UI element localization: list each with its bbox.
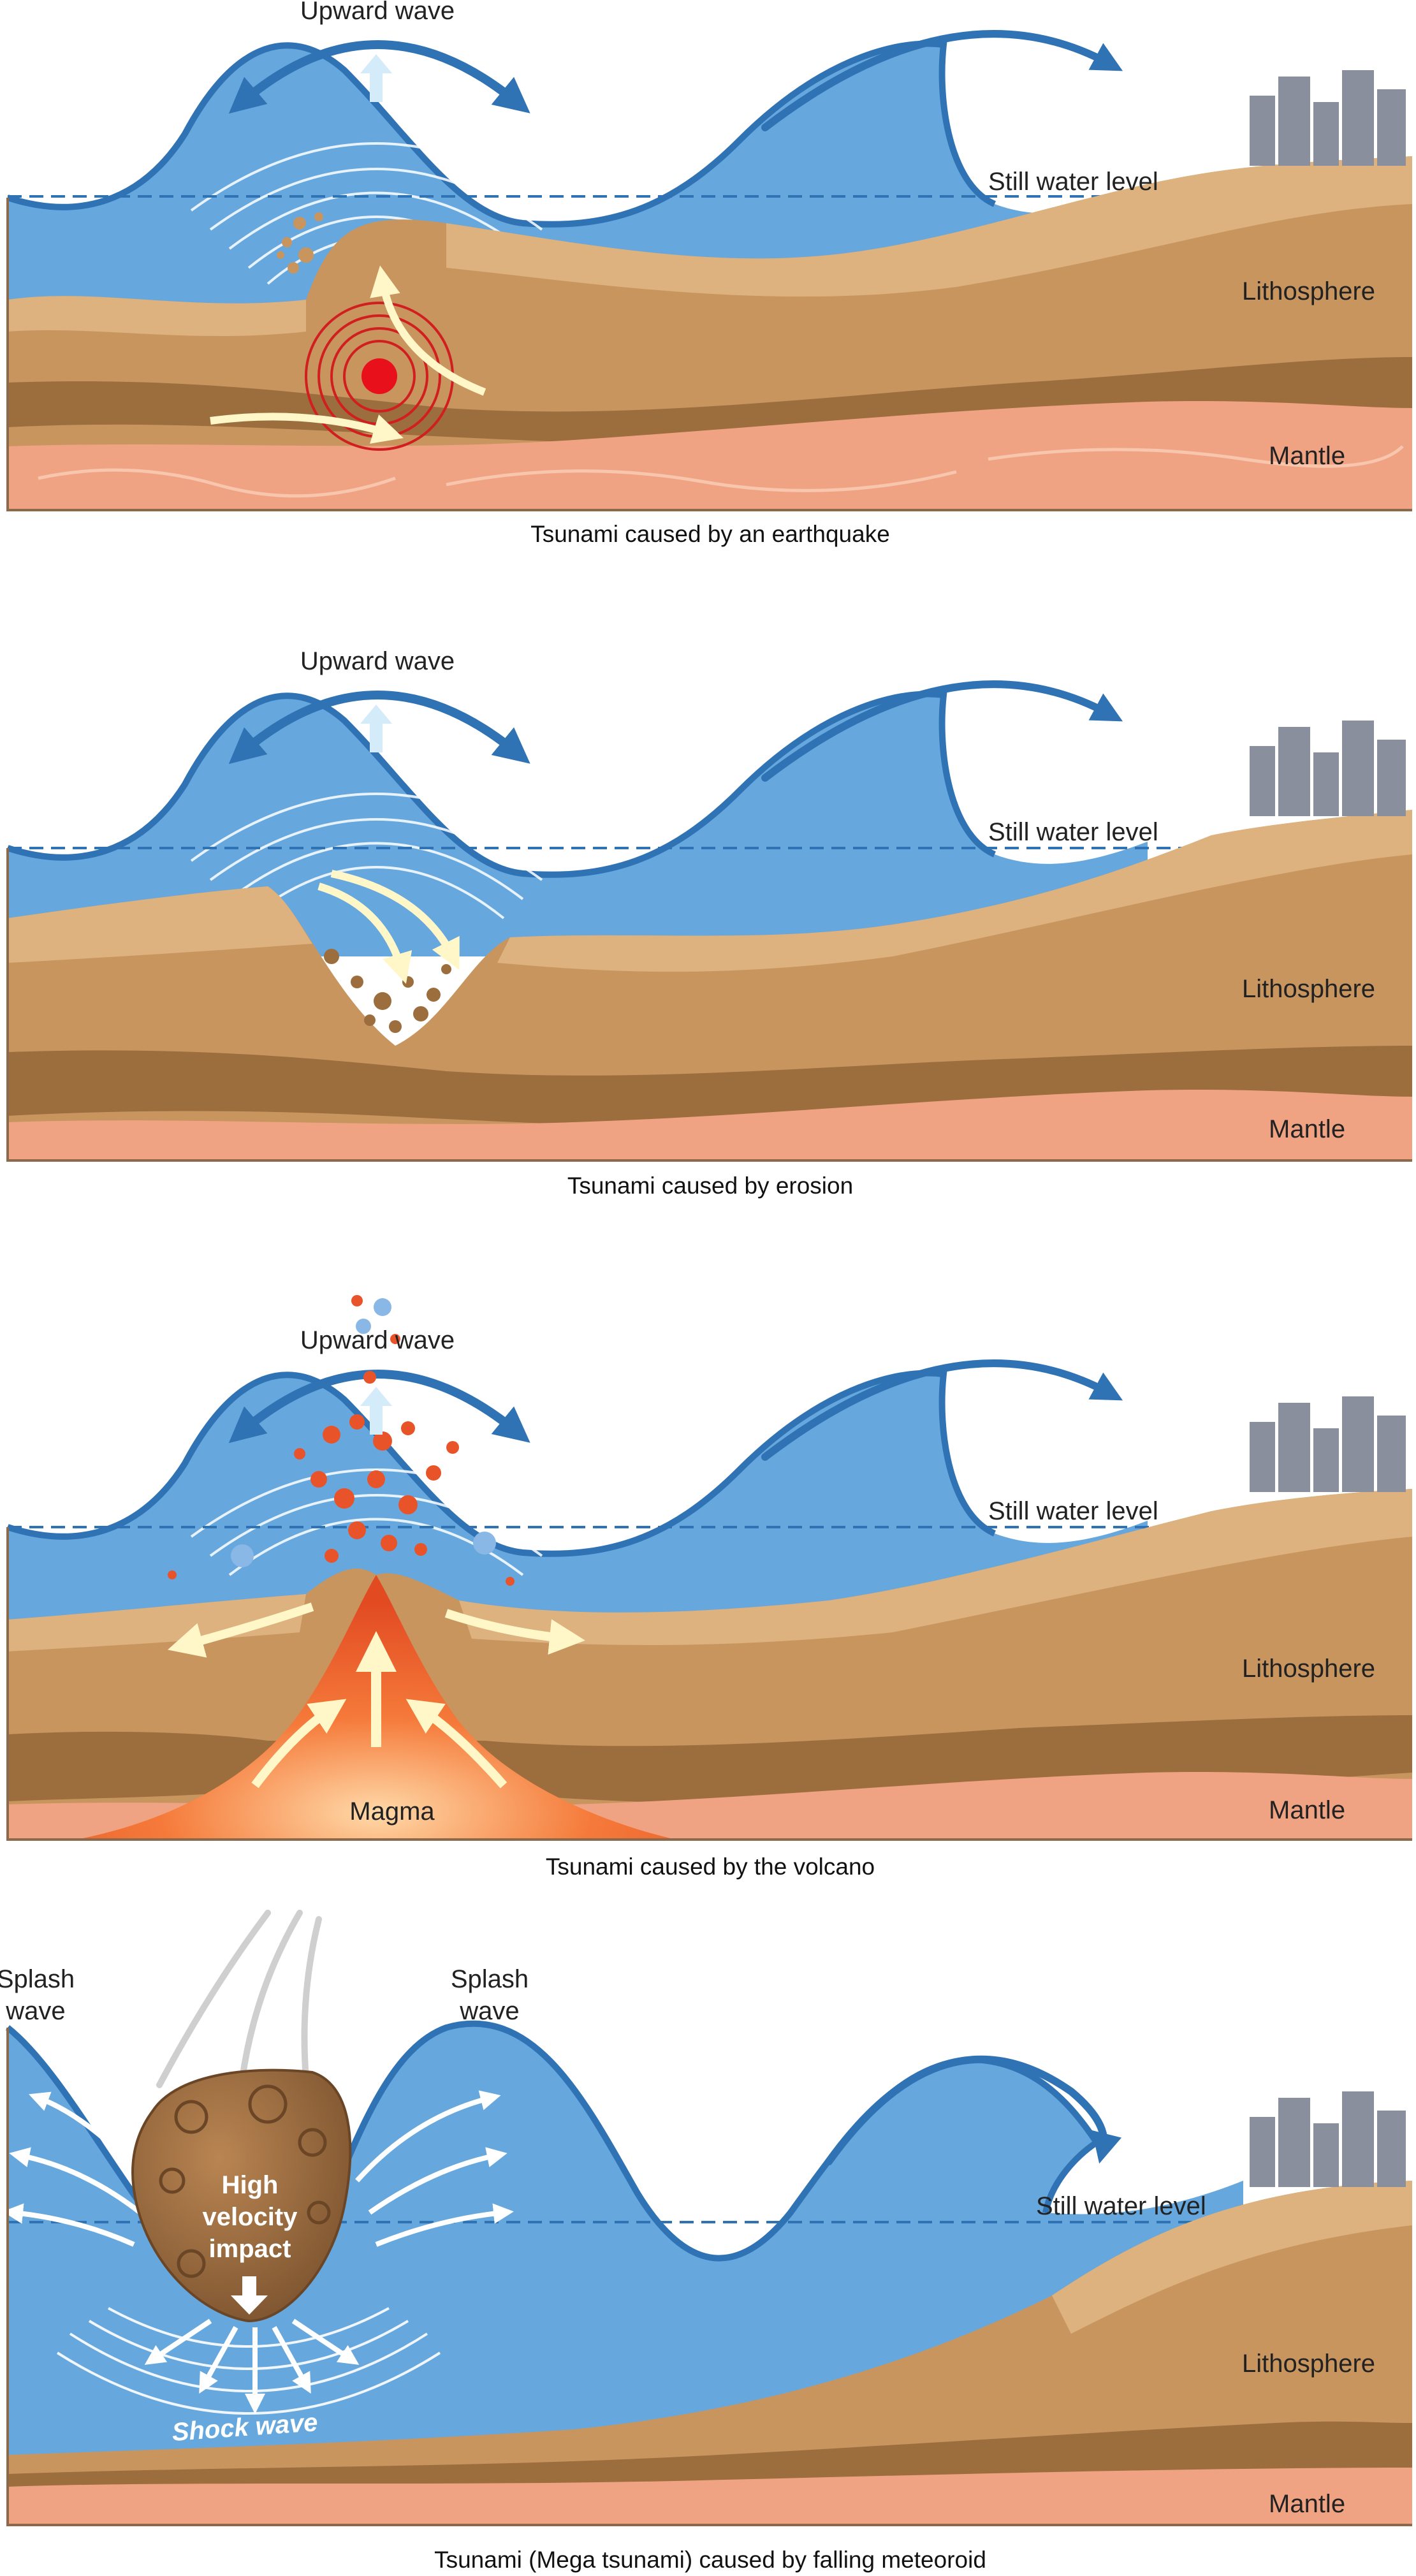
mantle-label: Mantle (1269, 2490, 1345, 2518)
mantle-swirls (38, 445, 1404, 498)
lithosphere-label: Lithosphere (1242, 277, 1375, 305)
panel-caption: Tsunami caused by erosion (567, 1173, 853, 1199)
panel-earthquake: Upward wave Still water level Lithospher… (6, 0, 1412, 547)
panel-caption: Tsunami (Mega tsunami) caused by falling… (434, 2547, 986, 2573)
still-water-label: Still water level (988, 168, 1158, 196)
panel-erosion: Upward wave Still water level Lithospher… (6, 647, 1412, 1199)
slide-arrow-2 (330, 870, 460, 970)
up-arrow-shaft (370, 70, 383, 102)
mantle (8, 1089, 1412, 1160)
panel-frame (6, 198, 1412, 511)
up-arrow-shaft (370, 721, 383, 752)
city-icon (1250, 70, 1406, 166)
wave-outline (6, 691, 996, 878)
panel-frame (6, 2028, 1412, 2526)
city-icon (1250, 721, 1406, 816)
thrust-arrow-right (210, 413, 404, 444)
shock-arrows (144, 2318, 360, 2414)
lava-flow-right (444, 1609, 585, 1655)
epicenter (305, 302, 454, 451)
eruption-ash (168, 1295, 515, 1586)
mantle (8, 2468, 1412, 2525)
lithosphere-label: Lithosphere (1242, 2350, 1375, 2378)
lithosphere-label: Lithosphere (1242, 1655, 1375, 1683)
impact-label-1: High (222, 2171, 279, 2199)
panel-caption: Tsunami caused by an earthquake (530, 521, 890, 547)
travel-arrow (761, 680, 1123, 782)
travel-arrow (825, 2055, 1122, 2165)
upward-wave-label: Upward wave (300, 1326, 455, 1354)
upward-wave-arrow (228, 1370, 530, 1444)
up-arrow-head (360, 54, 392, 73)
lithosphere-label: Lithosphere (1242, 975, 1375, 1003)
thrust-arrow-up (370, 265, 486, 396)
magma-arrow-right (405, 1699, 507, 1789)
lithosphere-light (8, 1489, 1412, 1651)
mantle-label: Mantle (1269, 442, 1345, 470)
up-arrow-shaft (370, 1403, 383, 1435)
still-water-label: Still water level (988, 818, 1158, 846)
up-arrow-head (360, 705, 392, 724)
wave-outline (6, 40, 996, 228)
lava-flow-left (167, 1602, 314, 1658)
meteor-trails (156, 1910, 322, 2088)
upward-wave-label: Upward wave (300, 0, 455, 25)
impact-label-2: velocity (203, 2203, 298, 2231)
splash-arrows (3, 2090, 514, 2247)
panel-frame (6, 1527, 1412, 1841)
magma-label: Magma (349, 1797, 435, 1826)
impact-label-3: impact (209, 2235, 291, 2263)
still-water-label: Still water level (988, 1497, 1158, 1525)
panel-frame (6, 848, 1412, 1162)
splash-wave-left-label-2: wave (5, 1997, 65, 2025)
impact-arrow-head (231, 2295, 268, 2315)
travel-arrow (761, 30, 1123, 131)
lithosphere-light (8, 810, 1412, 972)
debris (277, 212, 323, 274)
up-arrow-head (360, 1387, 392, 1406)
impact-arrow-shaft (242, 2276, 256, 2298)
splash-wave-right-label-1: Splash (451, 1965, 529, 1993)
upward-wave-label: Upward wave (300, 647, 455, 675)
magma-arrow-left (251, 1699, 347, 1789)
upward-wave-arrow (228, 691, 530, 765)
wave-outline (6, 1370, 996, 1557)
landslide-debris (324, 949, 451, 1033)
lithosphere-light (1052, 2181, 1412, 2334)
meteor-craters (159, 2084, 331, 2278)
panel-volcano: Upward wave Still water level Lithospher… (6, 1295, 1412, 1880)
ripple-lines (190, 793, 562, 919)
splash-wave-right-label-2: wave (459, 1997, 519, 2025)
lithosphere-light (8, 156, 1412, 337)
upward-wave-arrow (228, 40, 530, 114)
slide-arrow-1 (318, 882, 412, 984)
still-water-label: Still water level (1036, 2192, 1206, 2220)
city-icon (1250, 1396, 1406, 1492)
mantle-label: Mantle (1269, 1115, 1345, 1143)
mantle (8, 400, 1412, 510)
mantle-label: Mantle (1269, 1796, 1345, 1824)
travel-arrow (761, 1359, 1123, 1461)
panel-caption: Tsunami caused by the volcano (546, 1854, 875, 1880)
city-icon (1250, 2091, 1406, 2187)
panel-meteoroid: Splash wave Splash wave High velocity im… (0, 1910, 1412, 2573)
splash-wave-left-label-1: Splash (0, 1965, 75, 1993)
